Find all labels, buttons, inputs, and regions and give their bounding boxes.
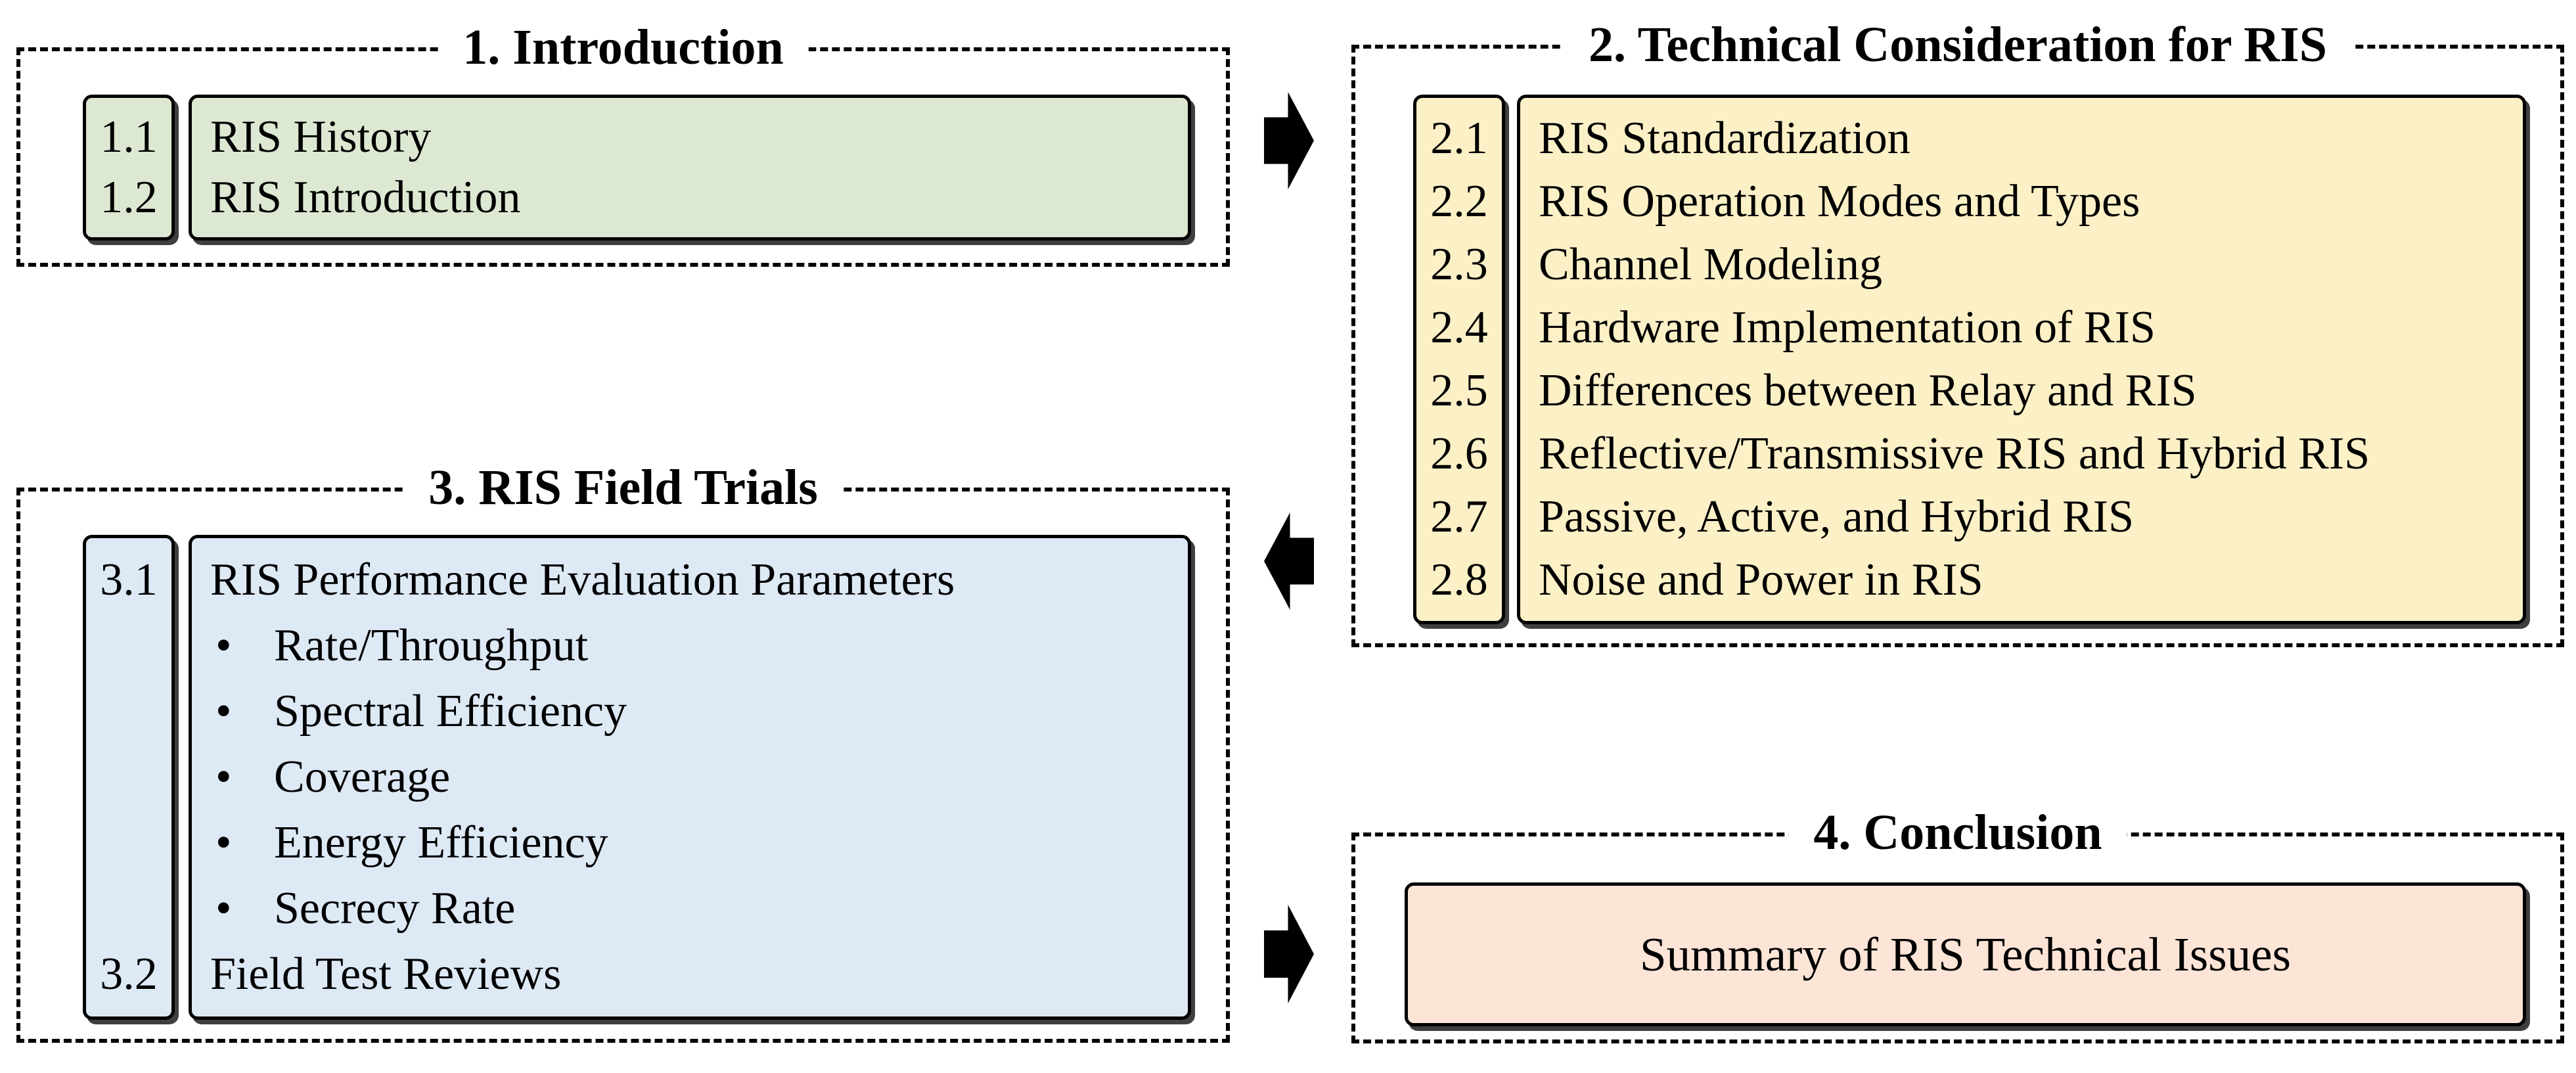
toc-number: 1.1 — [100, 112, 158, 163]
toc-text: RIS Performance Evaluation Parameters — [210, 555, 955, 606]
toc-text: Coverage — [274, 752, 451, 803]
toc-row: Field Test Reviews — [192, 942, 1188, 1007]
toc-row: Reflective/Transmissive RIS and Hybrid R… — [1520, 422, 2523, 486]
toc-text: Spectral Efficiency — [274, 686, 627, 737]
flow-arrow-3-to-4-icon — [1264, 905, 1314, 1003]
section-title: 1. Introduction — [438, 20, 809, 76]
toc-text: Energy Efficiency — [274, 817, 608, 869]
section-field-trials: 3. RIS Field Trials 3.1 3.2 RIS Performan… — [16, 461, 1230, 1043]
toc-text: RIS Introduction — [210, 172, 521, 223]
toc-text: Field Test Reviews — [210, 949, 562, 1000]
toc-row: RIS Introduction — [192, 168, 1188, 228]
toc-number: 3.1 — [100, 555, 158, 606]
toc-number — [86, 876, 171, 942]
toc-row: Noise and Power in RIS — [1520, 549, 2523, 612]
toc-row: Hardware Implementation of RIS — [1520, 296, 2523, 359]
toc-number: 2.6 — [1430, 428, 1488, 480]
toc-row: • Spectral Efficiency — [192, 679, 1188, 744]
toc-row: • Energy Efficiency — [192, 810, 1188, 876]
toc-text: RIS Operation Modes and Types — [1539, 176, 2140, 227]
number-column: 2.1 2.2 2.3 2.4 2.5 2.6 2.7 2.8 — [1413, 95, 1505, 624]
bullet-icon: • — [215, 620, 232, 672]
summary-box: Summary of RIS Technical Issues — [1405, 882, 2526, 1026]
toc-number: 2.3 — [1430, 239, 1488, 290]
bullet-icon: • — [215, 883, 232, 934]
toc-number: 2.5 — [1430, 365, 1488, 417]
toc-number — [86, 679, 171, 744]
toc-text: Hardware Implementation of RIS — [1539, 302, 2156, 354]
toc-row: Passive, Active, and Hybrid RIS — [1520, 486, 2523, 549]
number-column: 3.1 3.2 — [83, 535, 175, 1020]
toc-row: Channel Modeling — [1520, 233, 2523, 296]
toc-number: 2.8 — [1430, 555, 1488, 606]
toc-text: Differences between Relay and RIS — [1539, 365, 2197, 417]
section-conclusion: 4. Conclusion Summary of RIS Technical I… — [1351, 806, 2564, 1043]
toc-text: Reflective/Transmissive RIS and Hybrid R… — [1539, 428, 2370, 480]
toc-text: Noise and Power in RIS — [1539, 555, 1983, 606]
section-title: 4. Conclusion — [1788, 806, 2127, 861]
toc-number: 2.4 — [1430, 302, 1488, 354]
content-column: RIS Performance Evaluation Parameters • Ra… — [189, 535, 1191, 1020]
toc-number: 3.2 — [100, 949, 158, 1000]
toc-text: RIS History — [210, 112, 432, 163]
toc-number: 2.2 — [1430, 176, 1488, 227]
bullet-icon: • — [215, 817, 232, 869]
toc-text: RIS Standardization — [1539, 113, 1910, 164]
toc-number: 2.7 — [1430, 491, 1488, 543]
section-title: 3. RIS Field Trials — [403, 461, 843, 516]
bullet-icon: • — [215, 752, 232, 803]
toc-row: • Rate/Throughput — [192, 613, 1188, 679]
toc-row: RIS Operation Modes and Types — [1520, 170, 2523, 233]
toc-number: 1.2 — [100, 172, 158, 223]
toc-row: RIS History — [192, 107, 1188, 168]
toc-text: Channel Modeling — [1539, 239, 1882, 290]
toc-number — [86, 613, 171, 679]
flow-arrow-2-to-3-icon — [1264, 513, 1314, 610]
toc-number — [86, 810, 171, 876]
toc-row: RIS Standardization — [1520, 107, 2523, 170]
toc-row: Differences between Relay and RIS — [1520, 359, 2523, 422]
toc-row: • Coverage — [192, 744, 1188, 810]
bullet-icon: • — [215, 686, 232, 737]
toc-row: RIS Performance Evaluation Parameters — [192, 547, 1188, 613]
toc-text: Rate/Throughput — [274, 620, 589, 672]
toc-text: Passive, Active, and Hybrid RIS — [1539, 491, 2135, 543]
toc-row: • Secrecy Rate — [192, 876, 1188, 942]
section-title: 2. Technical Consideration for RIS — [1564, 18, 2352, 73]
toc-text: Secrecy Rate — [274, 883, 516, 934]
toc-number — [86, 744, 171, 810]
flow-arrow-1-to-2-icon — [1264, 92, 1314, 189]
toc-number: 2.1 — [1430, 113, 1488, 164]
